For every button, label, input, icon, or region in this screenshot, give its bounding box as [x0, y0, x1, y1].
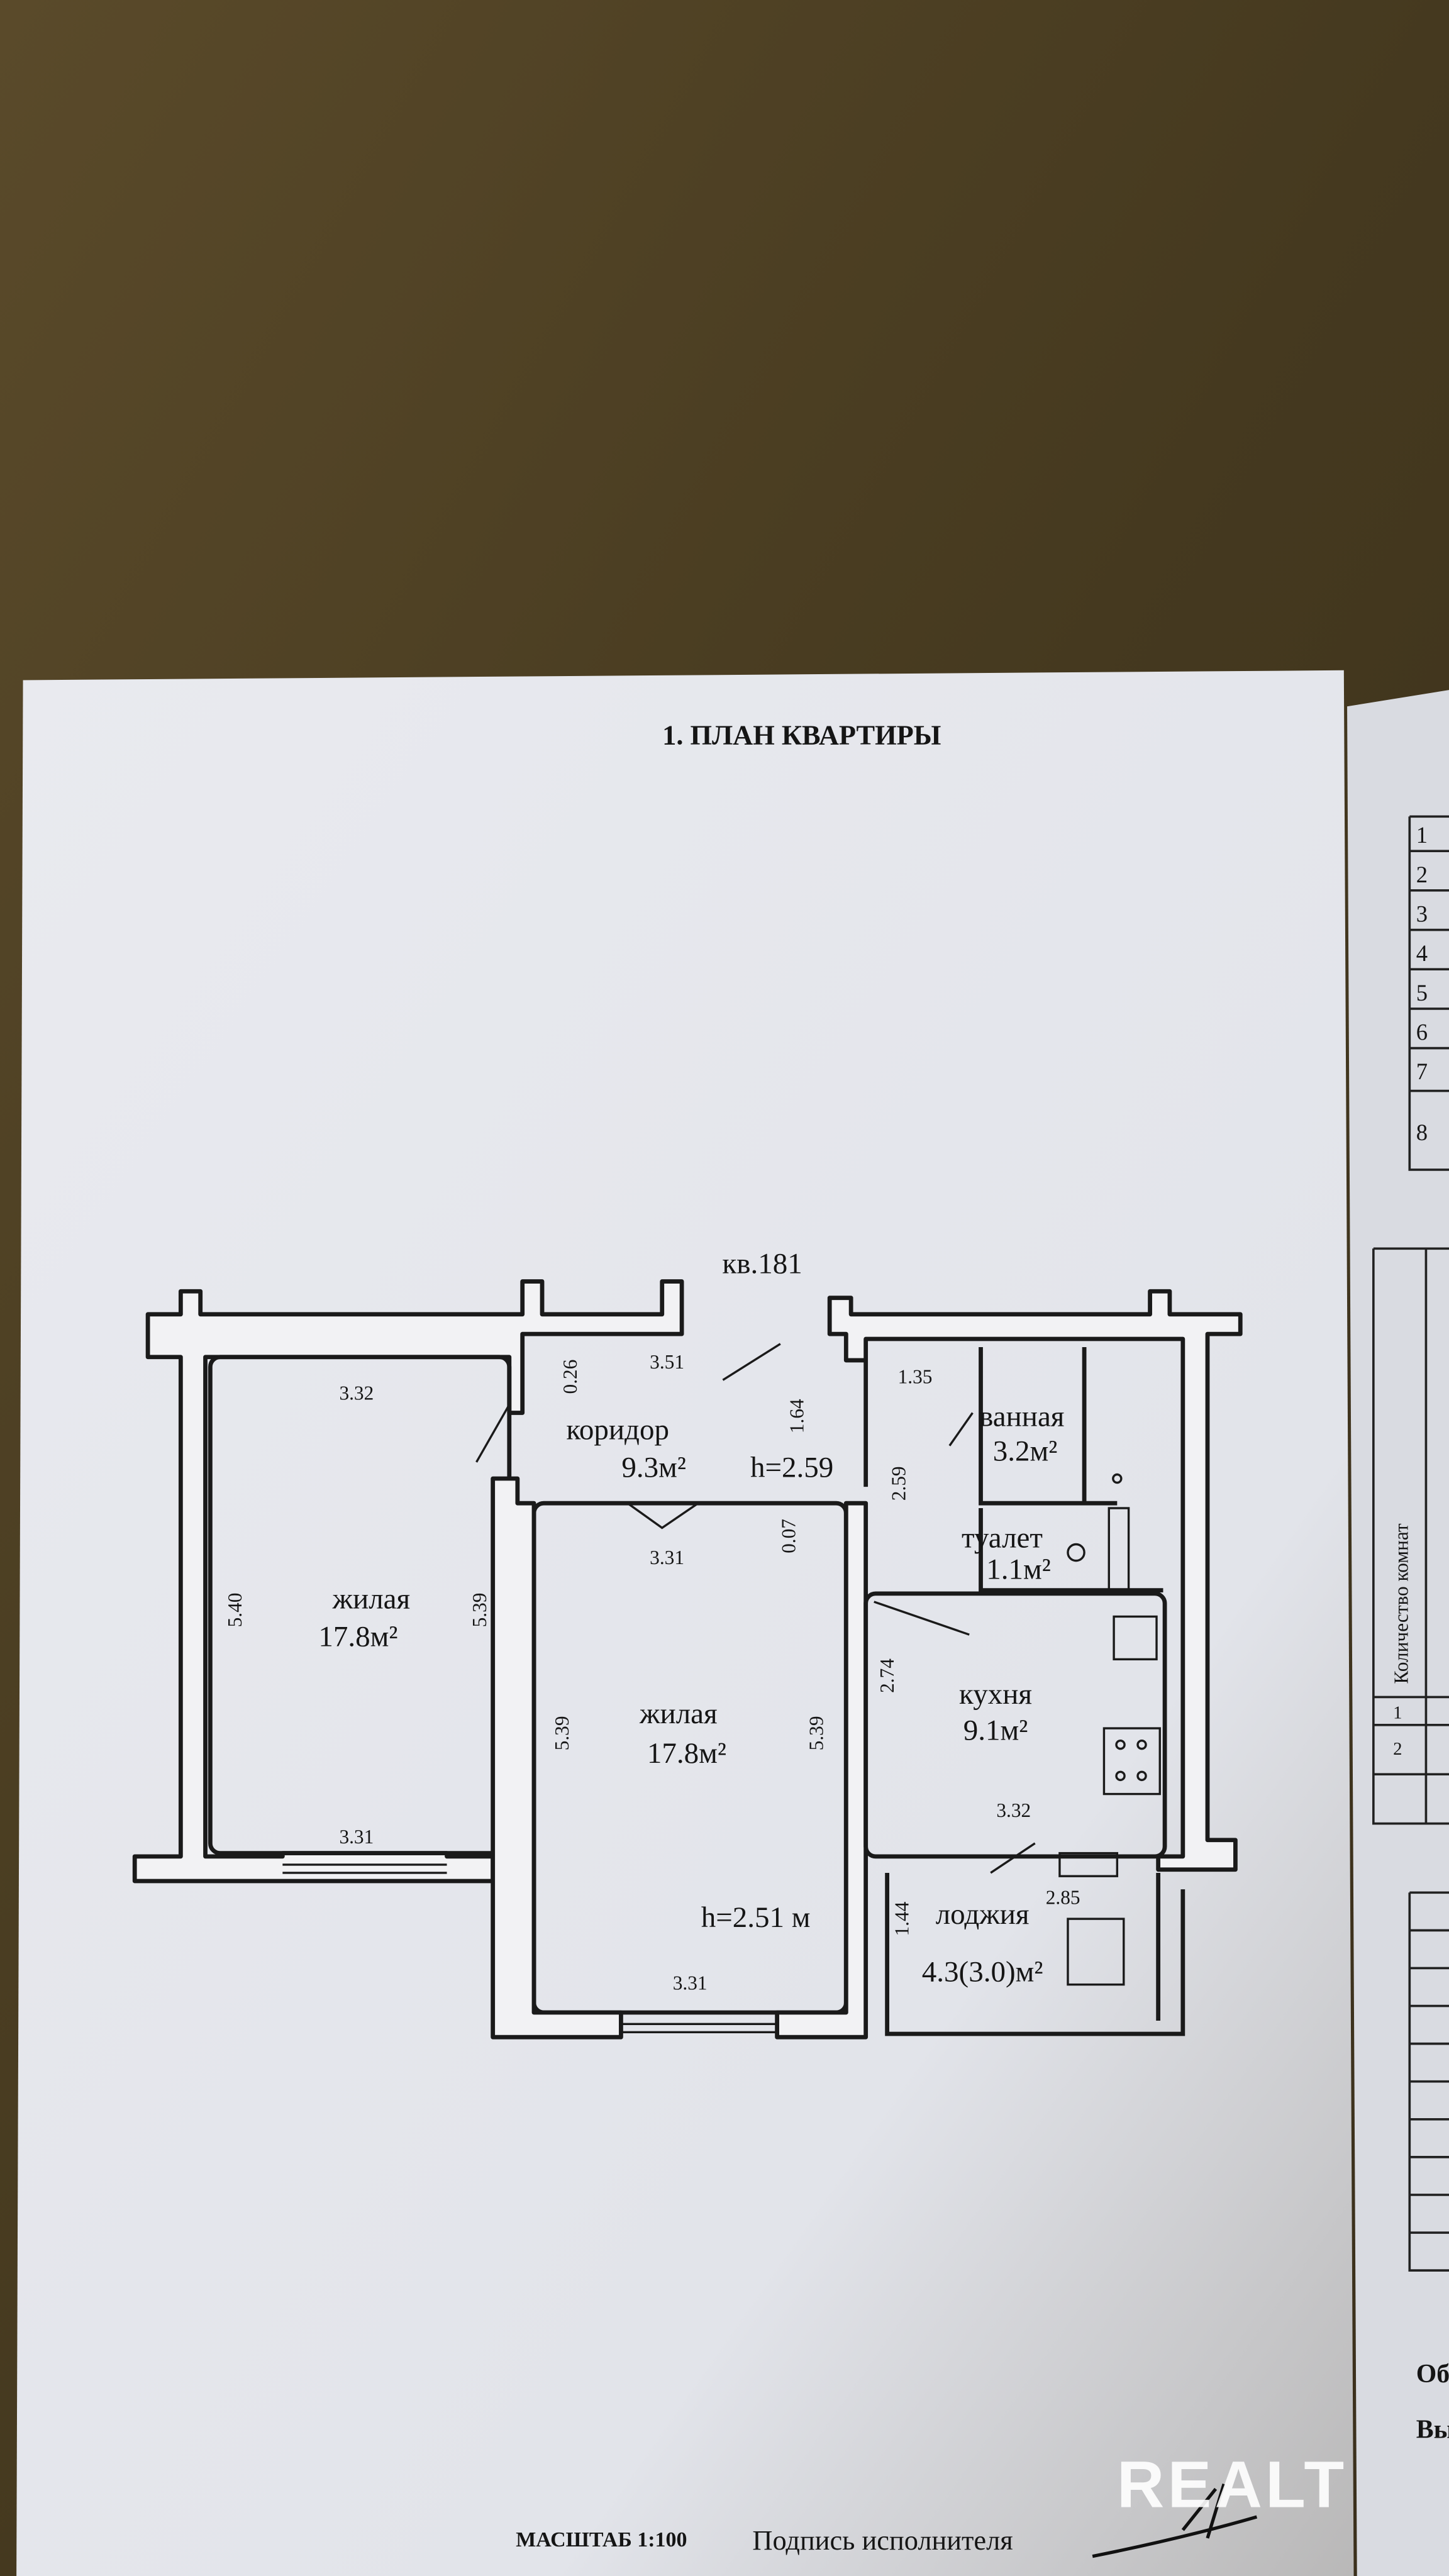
apartment-number: кв.181 [722, 1247, 802, 1280]
signature-label: Подпись исполнителя [752, 2524, 1013, 2556]
dimension: 3.31 [673, 1972, 708, 1994]
room-area: 9.1м² [963, 1714, 1028, 1746]
dimension: 3.31 [339, 1826, 374, 1848]
row-number: 3 [1416, 901, 1428, 926]
room-area: 17.8м² [318, 1620, 397, 1653]
row-number: 4 [1416, 940, 1428, 966]
watermark-logo: REALT [1117, 2448, 1348, 2521]
row-number: 2 [1416, 862, 1428, 887]
ceiling-height: h=2.51 м [701, 1901, 811, 1934]
row-number: 2 [1393, 1739, 1402, 1759]
right-page-text: Об [1416, 2360, 1449, 2389]
row-number: 8 [1416, 1119, 1428, 1145]
row-number: 7 [1416, 1058, 1428, 1084]
stove-icon [1102, 1727, 1161, 1796]
dimension: 1.64 [786, 1399, 808, 1433]
room-area: 4.3(3.0)м² [922, 1955, 1043, 1988]
room-area: 9.3м² [621, 1451, 686, 1484]
row-number: 6 [1416, 1019, 1428, 1045]
dimension: 2.85 [1046, 1887, 1080, 1909]
toilet-icon [1067, 1543, 1085, 1562]
dimension: 0.07 [777, 1519, 799, 1553]
dimension: 5.40 [224, 1593, 246, 1628]
dimension: 5.39 [806, 1716, 828, 1751]
rooms-count-header: Количество комнат [1391, 1523, 1413, 1684]
plan-walls [132, 1279, 1243, 2040]
room-name: лоджия [936, 1898, 1030, 1931]
dimension: 3.32 [996, 1799, 1031, 1821]
row-number: 5 [1416, 980, 1428, 1006]
dimension: 1.44 [891, 1901, 913, 1936]
page-title: 1. ПЛАН КВАРТИРЫ [662, 719, 941, 750]
room-area: 17.8м² [647, 1737, 726, 1770]
dimension: 2.74 [876, 1658, 898, 1693]
dimension: 3.32 [339, 1382, 374, 1404]
dimension: 3.31 [650, 1546, 684, 1568]
right-page-tables: 1 2 3 4 5 6 7 8 Количество комнат 1 2 Об… [1372, 815, 1449, 2445]
room-name: жилая [639, 1697, 718, 1730]
dimension: 0.26 [559, 1360, 581, 1394]
dimension: 2.59 [887, 1466, 909, 1501]
room-area: 3.2м² [993, 1435, 1058, 1467]
room-name: коридор [566, 1413, 669, 1446]
room-name: ванная [979, 1400, 1064, 1433]
right-page [1347, 690, 1449, 2576]
left-page [16, 670, 1354, 2576]
dimension: 5.39 [469, 1593, 491, 1628]
row-number: 1 [1393, 1702, 1402, 1723]
sink-icon [1112, 1473, 1123, 1484]
ceiling-height: h=2.59 [750, 1451, 833, 1484]
dimension: 1.35 [898, 1366, 933, 1388]
signature [1092, 2483, 1258, 2558]
right-page-text: Вы [1416, 2416, 1449, 2445]
dimension: 3.51 [650, 1351, 684, 1373]
room-name: туалет [962, 1522, 1043, 1555]
row-number: 1 [1416, 822, 1428, 848]
scale-label: МАСШТАБ 1:100 [516, 2528, 687, 2551]
room-area: 1.1м² [986, 1553, 1051, 1585]
room-name: кухня [959, 1678, 1032, 1711]
dimension: 5.39 [551, 1716, 573, 1751]
room-name: жилая [332, 1582, 411, 1615]
